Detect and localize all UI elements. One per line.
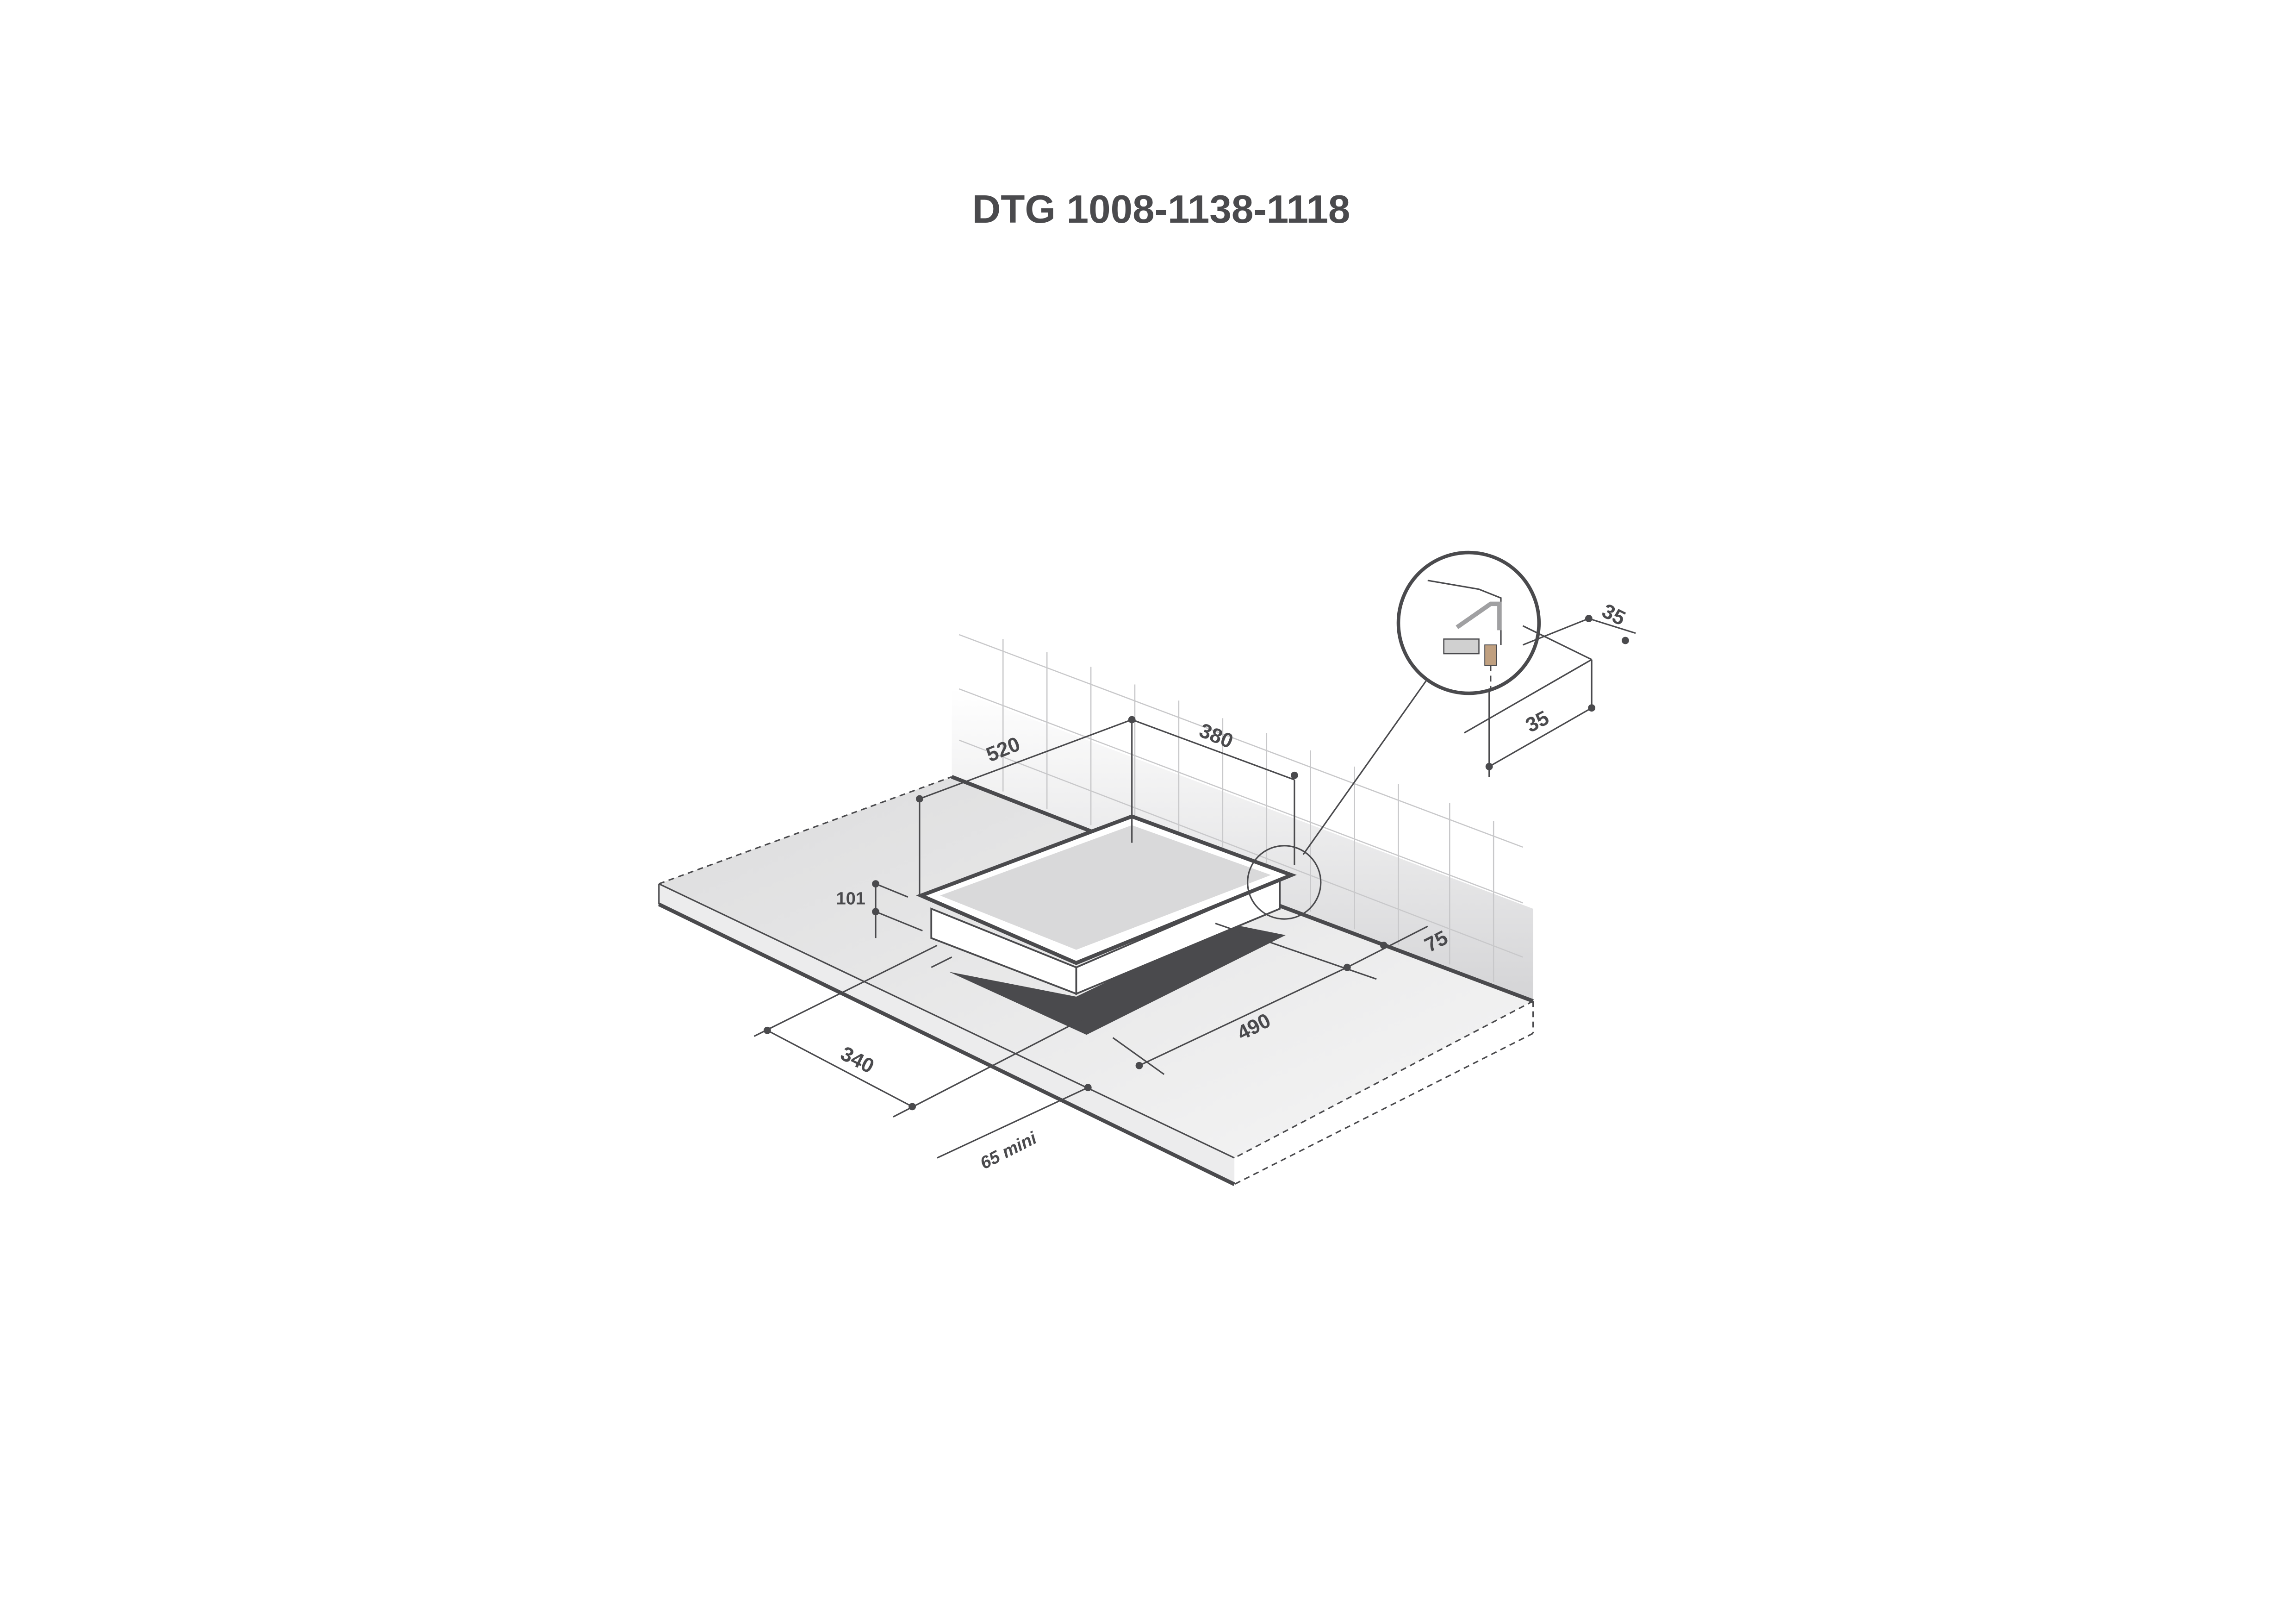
wall [952, 634, 1533, 1001]
dim-101: 101 [836, 889, 865, 908]
cutout-hole [949, 923, 1286, 1035]
page-title: DTG 1008-1138-1118 [972, 187, 1350, 231]
detail-marker-circle [1247, 845, 1322, 920]
dim-35-vertical: 35 [1599, 600, 1629, 630]
connector-detail [1396, 550, 1541, 695]
hob [916, 814, 1297, 995]
dimension-dots [763, 615, 1629, 1111]
dim-380: 380 [1196, 719, 1236, 753]
dim-340: 340 [837, 1042, 877, 1078]
